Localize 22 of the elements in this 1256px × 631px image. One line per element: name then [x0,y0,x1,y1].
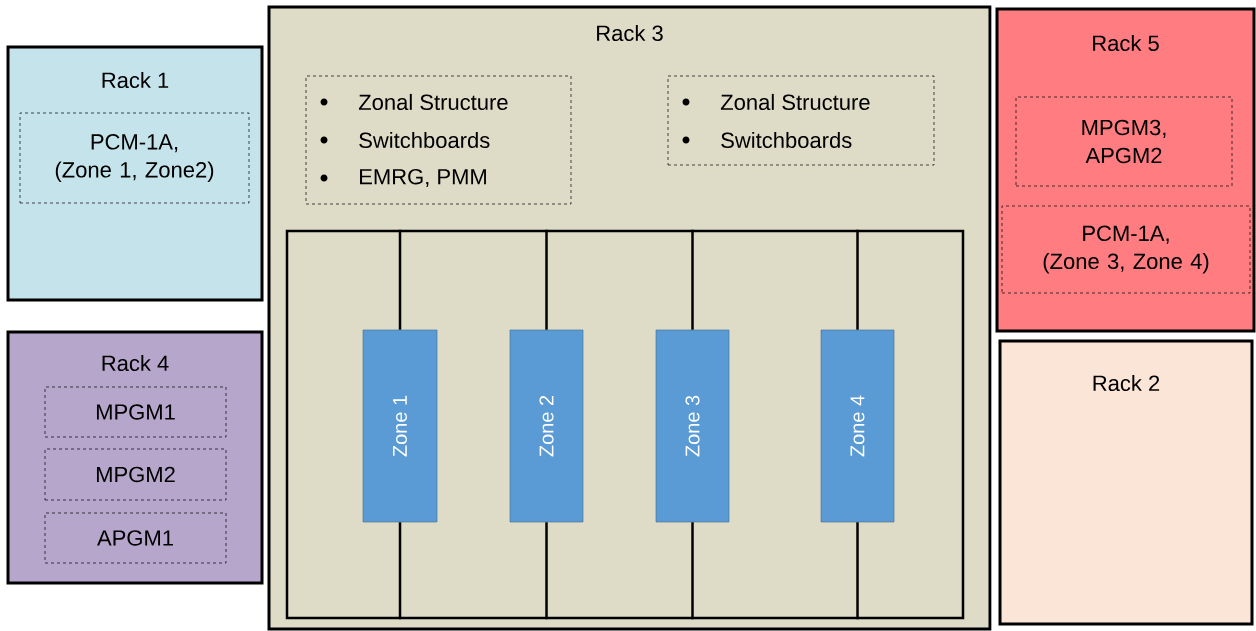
module-box: MPGM2 [44,448,227,501]
zone-box: Zone 2 [509,329,584,523]
connector-line [856,522,859,620]
module-box: MPGM1 [44,386,227,438]
module-box: PCM-1A, (Zone 1, Zone2) [19,112,250,204]
zone-box: Zone 4 [820,329,895,523]
module-box: PCM-1A, (Zone 3, Zone 4) [1001,205,1251,294]
connector-line [398,522,402,620]
module-box: MPGM3, APGM2 [1015,96,1233,187]
connector-line [856,229,859,330]
connector-line [545,229,548,330]
zone-box: Zone 1 [362,329,438,523]
connector-line [398,229,402,330]
connector-line [691,522,694,620]
zone-box: Zone 3 [655,329,730,523]
bus-frame [285,229,965,620]
bullet-list-box: Zonal Structure Switchboards [667,75,935,166]
rack-box: Rack 2 [998,339,1254,626]
connector-line [691,229,694,330]
bullet-list-box: Zonal Structure Switchboards EMRG, PMM [305,75,572,205]
connector-line [545,522,548,620]
module-box: APGM1 [44,512,227,564]
